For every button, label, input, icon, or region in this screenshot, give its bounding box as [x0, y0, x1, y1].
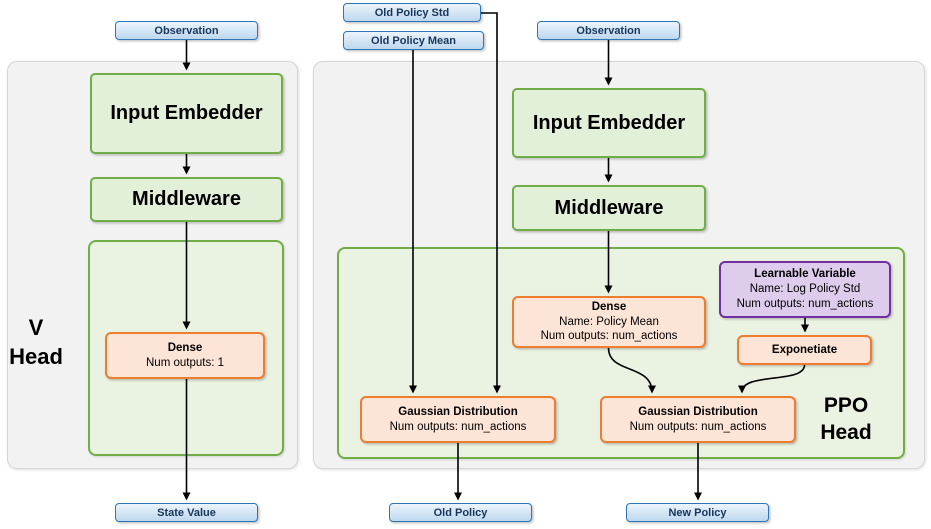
- gaussian-distribution-old-box: Gaussian Distribution Num outputs: num_a…: [360, 396, 556, 443]
- ppo-dense-name: Name: Policy Mean: [559, 315, 659, 328]
- v-head-observation-box: Observation: [115, 21, 258, 40]
- ppo-middleware-label: Middleware: [554, 196, 664, 219]
- v-head-dense-outputs: Num outputs: 1: [146, 356, 224, 369]
- learnable-variable-outputs: Num outputs: num_actions: [736, 297, 874, 310]
- exponetiate-label: Exponetiate: [771, 343, 838, 356]
- v-head-title: V Head: [5, 314, 67, 371]
- old-policy-box: Old Policy: [389, 503, 532, 522]
- v-head-middleware-box: Middleware: [90, 177, 283, 222]
- gaussian-old-title: Gaussian Distribution: [398, 405, 518, 418]
- ppo-input-embedder-box: Input Embedder: [512, 88, 706, 158]
- gaussian-new-title: Gaussian Distribution: [638, 405, 758, 418]
- old-policy-std-box: Old Policy Std: [343, 3, 481, 22]
- ppo-observation-label: Observation: [576, 24, 641, 37]
- ppo-dense-title: Dense: [591, 300, 627, 313]
- new-policy-label: New Policy: [668, 506, 727, 519]
- learnable-variable-title: Learnable Variable: [754, 268, 856, 281]
- old-policy-mean-box: Old Policy Mean: [343, 31, 484, 50]
- gaussian-distribution-new-box: Gaussian Distribution Num outputs: num_a…: [600, 396, 796, 443]
- old-policy-std-label: Old Policy Std: [374, 6, 450, 19]
- v-head-title-line1: V: [28, 315, 44, 340]
- state-value-box: State Value: [115, 503, 258, 522]
- ppo-input-embedder-label: Input Embedder: [532, 111, 686, 134]
- v-head-middleware-label: Middleware: [132, 188, 241, 210]
- v-head-title-line2: Head: [9, 343, 63, 369]
- learnable-variable-box: Learnable Variable Name: Log Policy Std …: [719, 261, 891, 318]
- old-policy-label: Old Policy: [433, 506, 488, 519]
- v-head-input-embedder-label: Input Embedder: [110, 102, 263, 124]
- v-head-observation-label: Observation: [154, 24, 219, 37]
- ppo-head-title-line1: PPO: [823, 394, 869, 417]
- gaussian-old-outputs: Num outputs: num_actions: [389, 420, 527, 433]
- ppo-dense-outputs: Num outputs: num_actions: [540, 330, 678, 343]
- learnable-variable-name: Name: Log Policy Std: [749, 283, 861, 296]
- v-head-dense-box: Dense Num outputs: 1: [105, 332, 265, 379]
- ppo-dense-box: Dense Name: Policy Mean Num outputs: num…: [512, 296, 706, 348]
- new-policy-box: New Policy: [626, 503, 769, 522]
- state-value-label: State Value: [157, 506, 216, 519]
- v-head-input-embedder-box: Input Embedder: [90, 73, 283, 154]
- gaussian-new-outputs: Num outputs: num_actions: [629, 420, 767, 433]
- exponetiate-box: Exponetiate: [737, 335, 872, 365]
- old-policy-mean-label: Old Policy Mean: [371, 34, 456, 47]
- ppo-observation-box: Observation: [537, 21, 680, 40]
- ppo-head-title: PPO Head: [800, 392, 892, 447]
- v-head-dense-title: Dense: [167, 341, 203, 354]
- ppo-middleware-box: Middleware: [512, 185, 706, 231]
- ppo-head-title-line2: Head: [820, 421, 872, 445]
